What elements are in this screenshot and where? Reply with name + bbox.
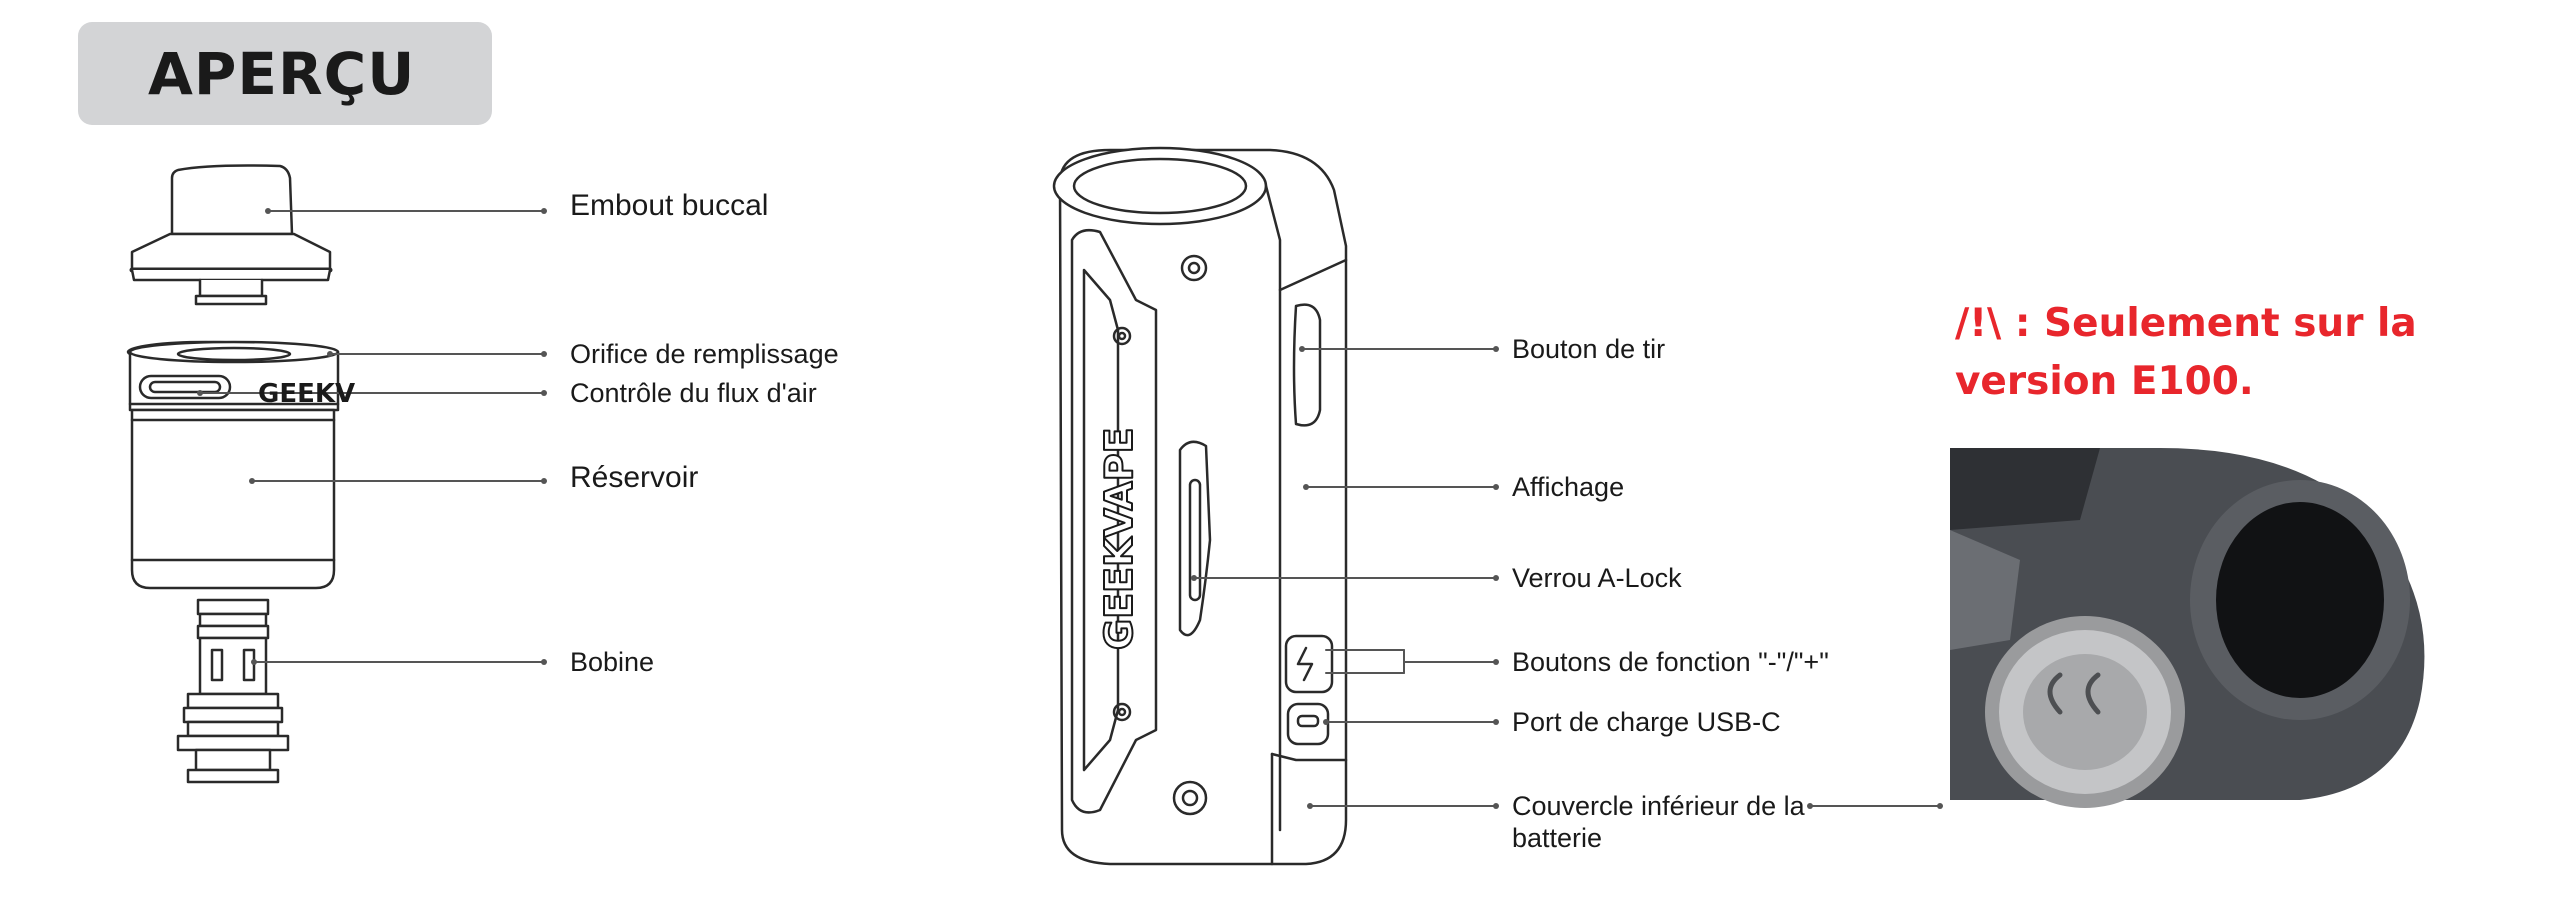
mod-illustration <box>1052 146 1348 866</box>
title-badge: APERÇU <box>78 22 492 125</box>
tank-brand-text: GEEKV <box>258 379 355 409</box>
label-coil: Bobine <box>570 647 655 677</box>
label-usb-port: Port de charge USB-C <box>1512 707 1781 737</box>
mouthpiece-part <box>129 164 333 306</box>
battery-cover-photo <box>1950 448 2425 808</box>
label-battery-cover: Couvercle inférieur de la batterie <box>1512 791 1805 853</box>
label-airflow-control: Contrôle du flux d'air <box>570 378 817 408</box>
mod-brand-text: GEEKVAPE <box>1097 427 1141 650</box>
label-fire-button: Bouton de tir <box>1512 334 1666 364</box>
tank-section <box>126 340 340 590</box>
page-title: APERÇU <box>148 39 416 108</box>
label-function-buttons: Boutons de fonction "-"/"+" <box>1512 647 1829 677</box>
leader-lines <box>199 210 1941 807</box>
e100-warning-note: /!\ : Seulement sur la version E100. <box>1955 301 2417 404</box>
coil-part <box>176 598 290 784</box>
leader-dots <box>197 208 1943 809</box>
tank-illustration <box>126 164 340 784</box>
label-a-lock: Verrou A-Lock <box>1512 563 1682 593</box>
label-fill-port: Orifice de remplissage <box>570 339 839 369</box>
label-mouthpiece: Embout buccal <box>570 189 769 222</box>
label-tank: Réservoir <box>570 461 699 494</box>
label-display: Affichage <box>1512 472 1625 502</box>
